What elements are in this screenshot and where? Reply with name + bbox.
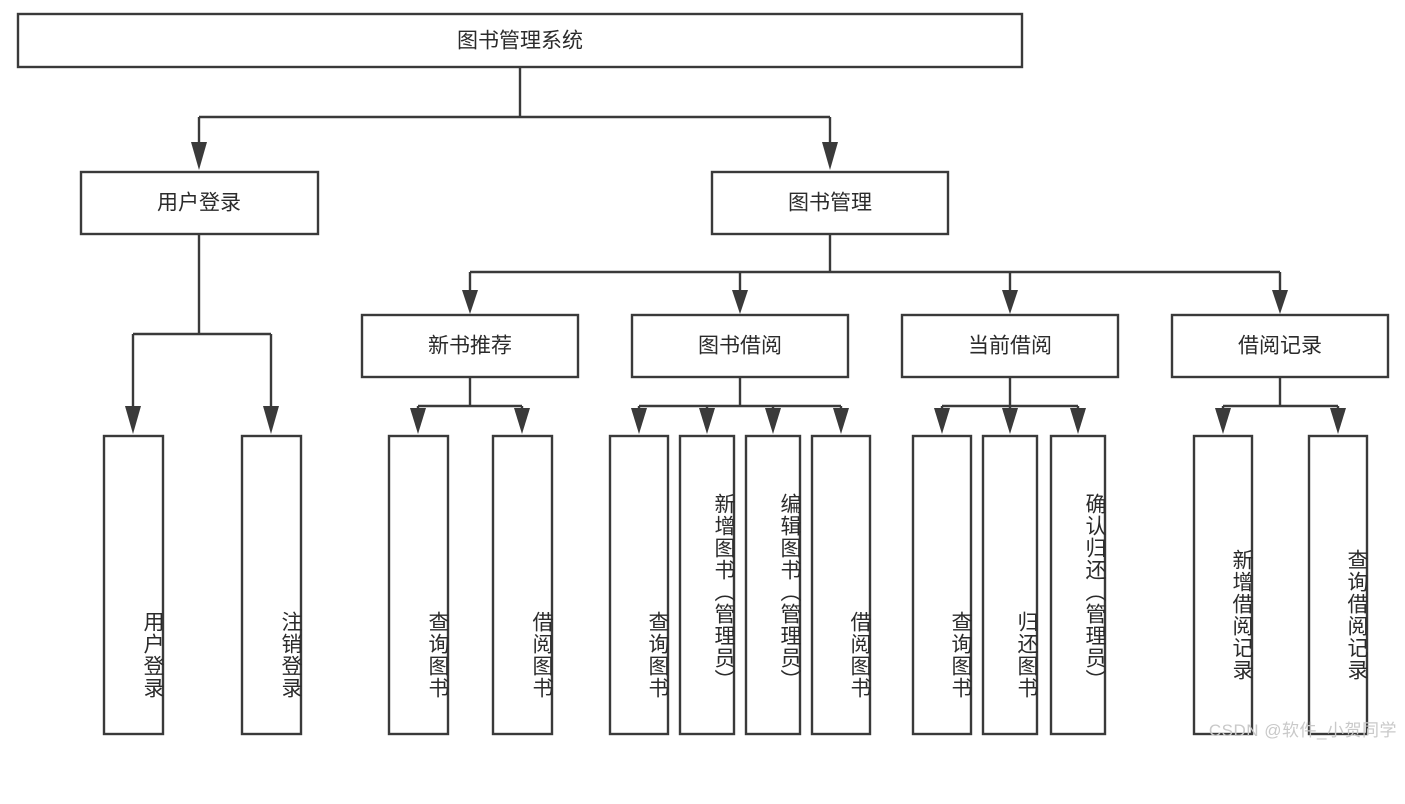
leaf-box-book-borrow-1[interactable] — [608, 434, 670, 736]
arrow-current-borrow-child-3 — [1070, 408, 1086, 434]
node-borrow-record-label: 借阅记录 — [1238, 335, 1322, 358]
node-user-login-label: 用户登录 — [157, 192, 241, 215]
connector-layer — [125, 67, 1346, 434]
arrow-book-borrow-child-1 — [631, 408, 647, 434]
leaf-box-current-borrow-3[interactable] — [1049, 434, 1107, 736]
leaf-box-user-login-1[interactable] — [102, 434, 165, 736]
arrow-book-borrow-child-4 — [833, 408, 849, 434]
arrow-current-borrow-child-1 — [934, 408, 950, 434]
node-book-borrow[interactable]: 图书借阅 — [630, 313, 850, 379]
leaf-box-current-borrow-1[interactable] — [911, 434, 973, 736]
node-user-login[interactable]: 用户登录 — [79, 170, 320, 236]
arrow-user-login-child-1 — [125, 406, 141, 434]
arrow-new-book-child-1 — [410, 408, 426, 434]
arrow-root-to-user-login — [191, 142, 207, 170]
node-new-book-recommend-label: 新书推荐 — [428, 335, 512, 358]
leaf-box-new-book-2[interactable] — [491, 434, 554, 736]
leaf-box-book-borrow-4[interactable] — [810, 434, 872, 736]
arrow-root-to-book-manage — [822, 142, 838, 170]
arrow-book-borrow-child-2 — [699, 408, 715, 434]
node-current-borrow[interactable]: 当前借阅 — [900, 313, 1120, 379]
leaf-box-borrow-record-2[interactable] — [1307, 434, 1369, 736]
node-book-manage-box[interactable] — [710, 170, 950, 236]
node-current-borrow-box[interactable] — [900, 313, 1120, 379]
leaf-box-current-borrow-2[interactable] — [981, 434, 1039, 736]
arrow-borrow-record-child-1 — [1215, 408, 1231, 434]
arrow-book-manage-child-4 — [1272, 290, 1288, 314]
leaf-box-user-login-2[interactable] — [240, 434, 303, 736]
node-root[interactable]: 图书管理系统 — [16, 12, 1024, 69]
node-borrow-record[interactable]: 借阅记录 — [1170, 313, 1390, 379]
node-book-manage-label: 图书管理 — [788, 192, 872, 215]
node-root-box[interactable] — [16, 12, 1024, 69]
node-borrow-record-box[interactable] — [1170, 313, 1390, 379]
arrow-current-borrow-child-2 — [1002, 408, 1018, 434]
node-new-book-recommend[interactable]: 新书推荐 — [360, 313, 580, 379]
leaf-box-new-book-1[interactable] — [387, 434, 450, 736]
leaf-box-book-borrow-3[interactable] — [744, 434, 802, 736]
arrow-book-borrow-child-3 — [765, 408, 781, 434]
node-current-borrow-label: 当前借阅 — [968, 335, 1052, 358]
node-book-borrow-box[interactable] — [630, 313, 850, 379]
arrow-book-manage-child-3 — [1002, 290, 1018, 314]
functional-structure-diagram: 图书管理系统 用户登录 图书管理 新书推荐 图书借阅 当前借阅 借阅记录 — [16, 12, 1390, 736]
leaf-box-book-borrow-2[interactable] — [678, 434, 736, 736]
arrow-borrow-record-child-2 — [1330, 408, 1346, 434]
arrow-book-manage-child-1 — [462, 290, 478, 314]
node-book-manage[interactable]: 图书管理 — [710, 170, 950, 236]
node-root-label: 图书管理系统 — [457, 30, 583, 53]
node-new-book-recommend-box[interactable] — [360, 313, 580, 379]
arrow-book-manage-child-2 — [732, 290, 748, 314]
node-user-login-box[interactable] — [79, 170, 320, 236]
arrow-new-book-child-2 — [514, 408, 530, 434]
node-book-borrow-label: 图书借阅 — [698, 335, 782, 358]
arrow-user-login-child-2 — [263, 406, 279, 434]
leaf-box-borrow-record-1[interactable] — [1192, 434, 1254, 736]
